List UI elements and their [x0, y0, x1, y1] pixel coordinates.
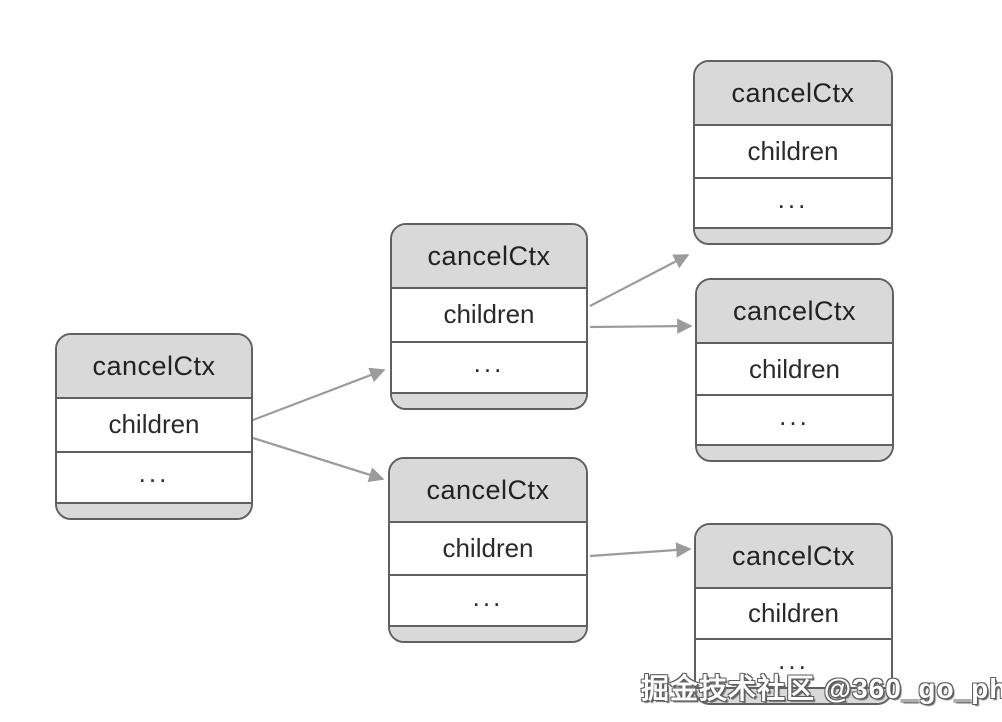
cancelctx-node-right-top: cancelCtx children ... [693, 60, 893, 245]
edge-mid-bottom-to-right-bottom [589, 542, 692, 558]
node-title: cancelCtx [57, 335, 251, 399]
node-field-ellipsis: ... [695, 176, 891, 227]
edge-root-to-mid-bottom [252, 436, 385, 483]
cancelctx-node-right-middle: cancelCtx children ... [695, 278, 894, 462]
node-field-ellipsis: ... [696, 638, 891, 687]
node-title: cancelCtx [696, 525, 891, 589]
node-field-ellipsis: ... [392, 340, 586, 392]
node-footer [390, 625, 586, 641]
node-footer [695, 227, 891, 243]
node-field-children: children [57, 399, 251, 451]
edge-root-to-mid-top [252, 367, 386, 422]
node-field-children: children [390, 523, 586, 574]
node-field-children: children [696, 589, 891, 638]
node-footer [57, 502, 251, 518]
cancelctx-node-mid-bottom: cancelCtx children ... [388, 457, 588, 643]
node-field-ellipsis: ... [57, 450, 251, 502]
edge-mid-top-to-right-top [589, 254, 690, 307]
node-title: cancelCtx [392, 225, 586, 289]
cancelctx-node-mid-top: cancelCtx children ... [390, 223, 588, 410]
node-field-children: children [695, 126, 891, 177]
node-field-children: children [392, 289, 586, 341]
node-title: cancelCtx [695, 62, 891, 126]
node-title: cancelCtx [697, 280, 892, 344]
node-footer [696, 687, 891, 703]
node-footer [697, 444, 892, 460]
node-field-ellipsis: ... [697, 394, 892, 444]
node-field-ellipsis: ... [390, 574, 586, 625]
edge-mid-top-to-right-middle [589, 318, 693, 334]
cancelctx-node-root: cancelCtx children ... [55, 333, 253, 520]
node-title: cancelCtx [390, 459, 586, 523]
cancelctx-node-right-bottom: cancelCtx children ... [694, 523, 893, 705]
node-field-children: children [697, 344, 892, 394]
node-footer [392, 392, 586, 408]
